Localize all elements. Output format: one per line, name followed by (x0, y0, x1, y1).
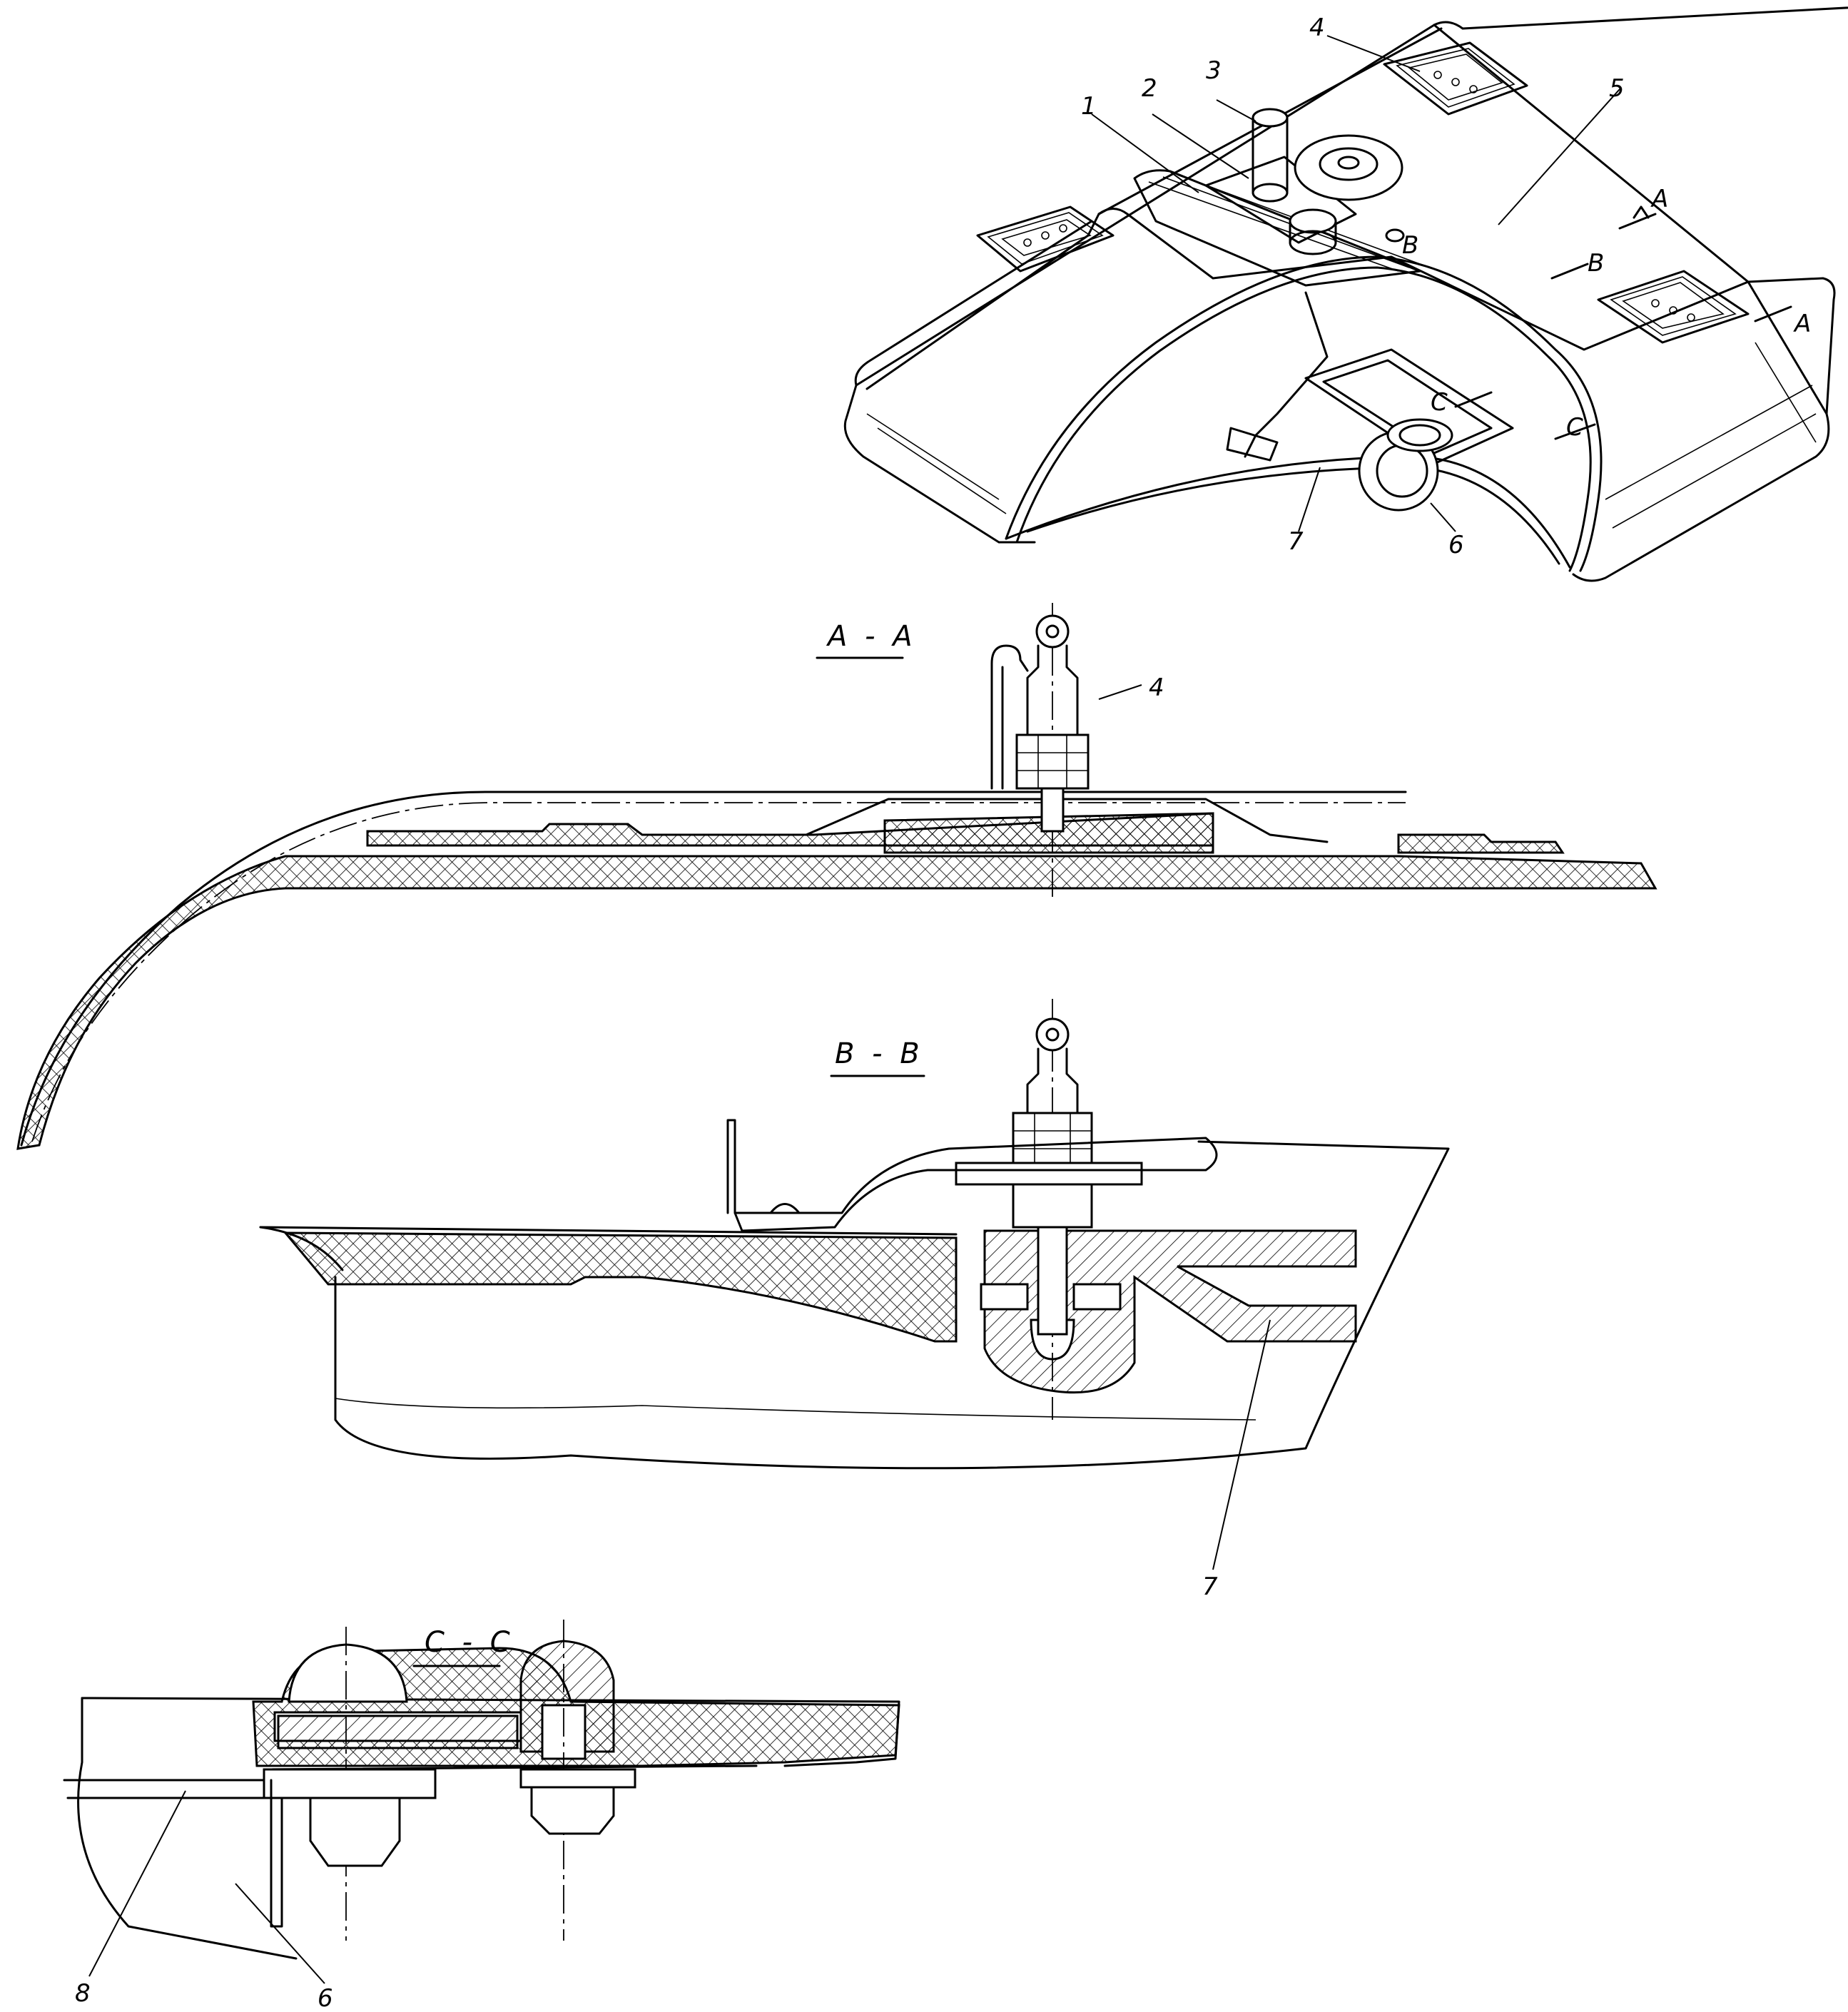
callout-4: 4 (1309, 14, 1325, 42)
callout-b1: B (1402, 231, 1418, 260)
right-pad (1597, 270, 1750, 344)
bottom-fitting (1304, 348, 1514, 512)
drain-wire (1244, 291, 1329, 458)
section-c-c: C - C 8 6 (63, 1620, 900, 2012)
section-b-b-title: B - B (835, 1037, 924, 1070)
bb-eye-bolt (1035, 1017, 1070, 1052)
callout-a1: A (1650, 185, 1668, 213)
iso-leaders (1091, 35, 1620, 532)
section-a-a: A - A 4 (16, 603, 1657, 1150)
back-pad (1383, 41, 1528, 116)
callout-2: 2 (1142, 74, 1157, 103)
section-marks (1454, 205, 1792, 440)
bracket-7 (983, 1229, 1357, 1394)
eye-bolt-4 (1035, 614, 1070, 649)
left-pad (976, 205, 1115, 273)
cc-callout-6: 6 (318, 1984, 333, 2012)
callout-7: 7 (1288, 527, 1304, 556)
callout-6: 6 (1448, 531, 1464, 559)
cap-assembly (1289, 134, 1403, 255)
bb-laminate (283, 1231, 958, 1343)
cutaway-section (1005, 255, 1603, 572)
cc-callout-8: 8 (75, 1979, 91, 2008)
laminate-shell (16, 855, 1657, 1150)
fitting-5 (1385, 228, 1405, 243)
aa-callout-4: 4 (1149, 674, 1164, 702)
iso-labels: 1 2 3 4 5 7 6 B B C C A A (1081, 14, 1811, 559)
housing-outline (843, 6, 1848, 582)
callout-a2: A (1793, 310, 1811, 338)
bb-callout-7: 7 (1202, 1572, 1218, 1601)
section-a-a-title: A - A (826, 620, 917, 653)
callout-5: 5 (1609, 74, 1625, 103)
callout-c1: C (1431, 388, 1448, 417)
central-flange (1133, 169, 1421, 287)
callout-b2: B (1588, 249, 1604, 278)
callout-1: 1 (1081, 92, 1097, 121)
filler-neck (1252, 108, 1289, 203)
isometric-view (843, 6, 1848, 582)
section-b-b: B - B 7 (259, 999, 1450, 1601)
callout-c2: C (1566, 413, 1583, 442)
callout-3: 3 (1206, 56, 1222, 85)
